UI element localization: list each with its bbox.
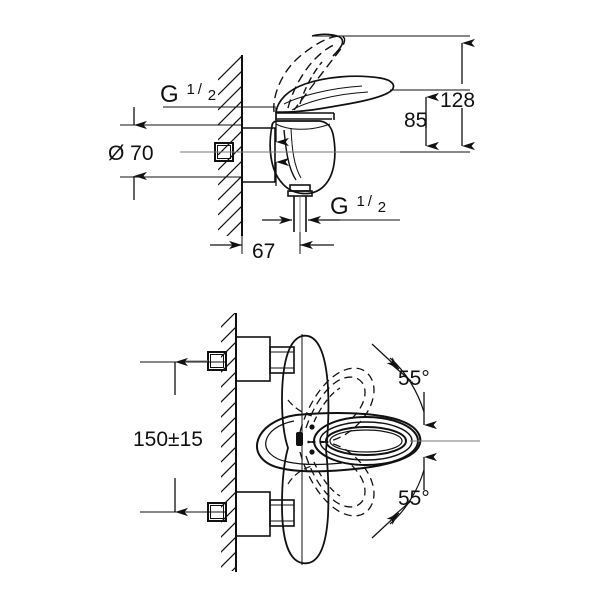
lever-phantom-up bbox=[299, 367, 375, 444]
lever-raised-outline bbox=[311, 33, 344, 57]
body-hidden-edges bbox=[287, 399, 313, 485]
lever-collar bbox=[275, 112, 335, 120]
dim-spout-height-85: 85 bbox=[390, 89, 470, 151]
dim-label-150: 150±15 bbox=[133, 428, 203, 451]
lever-phantom-down bbox=[299, 440, 375, 517]
dim-inlet-spacing-150: 150±15 bbox=[133, 357, 226, 517]
dim-angle-up-55: 55° bbox=[371, 343, 437, 430]
dim-label-thread-upper: G 1 / 2 bbox=[160, 76, 216, 108]
dim-label-128: 128 bbox=[440, 89, 475, 112]
mixer-body bbox=[269, 120, 336, 195]
dim-label-angle-down: 55° bbox=[398, 487, 430, 510]
wall-section-lower bbox=[221, 313, 237, 572]
dim-flange-diameter: Ø 70 bbox=[108, 124, 289, 200]
outlet-connector bbox=[287, 184, 313, 232]
side-view: G 1 / 2 Ø 70 G 1 / 2 bbox=[108, 33, 475, 263]
dim-label-angle-up: 55° bbox=[398, 367, 430, 390]
indicator-marks bbox=[296, 424, 315, 455]
dim-label-flange-diameter: Ø 70 bbox=[108, 142, 154, 165]
mixer-body-front bbox=[281, 334, 330, 565]
dim-lever-height-128: 128 bbox=[312, 35, 475, 153]
dim-thread-lower: G 1 / 2 bbox=[262, 188, 400, 225]
lever-handle-raised-phantom bbox=[273, 35, 346, 113]
front-view: 150±15 55° 55° bbox=[133, 313, 480, 572]
dim-depth-67: 67 bbox=[210, 232, 334, 263]
inlet-upper bbox=[180, 336, 295, 382]
dim-angle-down-55: 55° bbox=[371, 452, 437, 539]
dim-label-85: 85 bbox=[404, 109, 427, 132]
dim-label-thread-lower: G 1 / 2 bbox=[330, 188, 386, 220]
dim-thread-upper: G 1 / 2 bbox=[120, 76, 289, 147]
lever-handle bbox=[275, 75, 395, 114]
lever-knob-oval bbox=[313, 416, 419, 466]
inlet-upper-section-square bbox=[207, 351, 227, 371]
wall-section-upper bbox=[218, 55, 243, 236]
dim-label-depth-67: 67 bbox=[252, 240, 275, 263]
